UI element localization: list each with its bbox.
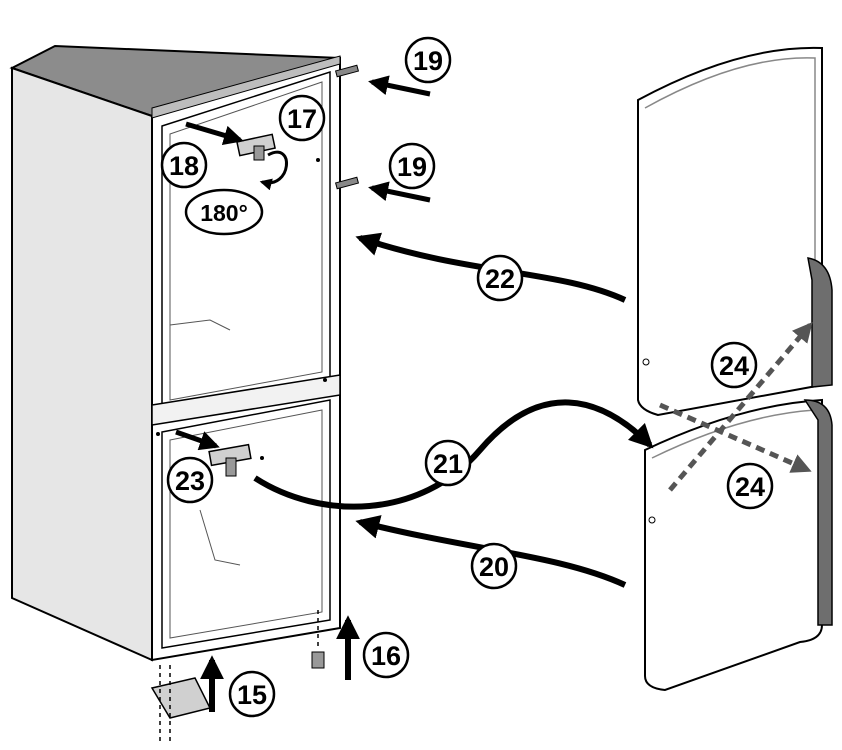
hinge-pins: [334, 64, 431, 203]
hinge-transfer-arrow: [253, 399, 654, 510]
callout-label: 16: [371, 641, 401, 671]
callout-15: 15: [228, 670, 276, 718]
bottom-hinge: [150, 655, 224, 745]
callout-16: 16: [362, 631, 410, 679]
callout-label: 18: [169, 151, 199, 181]
callout-17: 17: [278, 94, 326, 142]
callout-label: 180°: [200, 200, 248, 226]
middle-hinge: [175, 429, 252, 477]
compartment-divider: [151, 374, 341, 426]
callout-24-lower: 24: [726, 462, 774, 510]
callout-label: 24: [719, 351, 749, 381]
freezer-compartment-inner: [169, 409, 323, 639]
callout-20: 20: [470, 542, 518, 590]
lower-door: [644, 398, 833, 692]
fridge-compartment-inner: [169, 81, 323, 401]
callout-22: 22: [476, 254, 524, 302]
cabinet-top-trim: [151, 55, 341, 119]
callout-24-upper: 24: [710, 341, 758, 389]
callout-18: 18: [160, 141, 208, 189]
rotation-arrow: [259, 150, 288, 191]
fridge-shelf: [169, 319, 231, 331]
callout-180-degrees: 180°: [184, 188, 264, 236]
callout-21: 21: [424, 439, 472, 487]
callout-23: 23: [166, 456, 214, 504]
top-hinge: [185, 121, 288, 191]
cabinet-side: [11, 66, 153, 662]
callout-19-top: 19: [404, 36, 452, 84]
handle-swap-arrows: [658, 321, 813, 492]
callout-label: 22: [485, 264, 515, 294]
hinge-hole: [316, 158, 320, 162]
hinge-hole: [323, 378, 327, 382]
upper-door-handle: [807, 257, 833, 388]
hinge-hole: [156, 432, 160, 436]
callout-label: 23: [175, 466, 205, 496]
hinge-hole: [260, 456, 264, 460]
callout-label: 19: [413, 46, 443, 76]
upper-door: [637, 46, 833, 417]
callout-19-bottom: 19: [388, 142, 436, 190]
callout-label: 21: [433, 449, 463, 479]
freezer-drawer: [199, 509, 241, 566]
callout-label: 24: [735, 472, 765, 502]
lower-door-handle: [803, 399, 833, 626]
freezer-compartment: [161, 399, 331, 649]
adjustable-foot: [311, 610, 360, 680]
callout-label: 19: [397, 152, 427, 182]
callout-label: 20: [479, 552, 509, 582]
callout-label: 15: [237, 680, 267, 710]
callout-label: 17: [287, 104, 317, 134]
